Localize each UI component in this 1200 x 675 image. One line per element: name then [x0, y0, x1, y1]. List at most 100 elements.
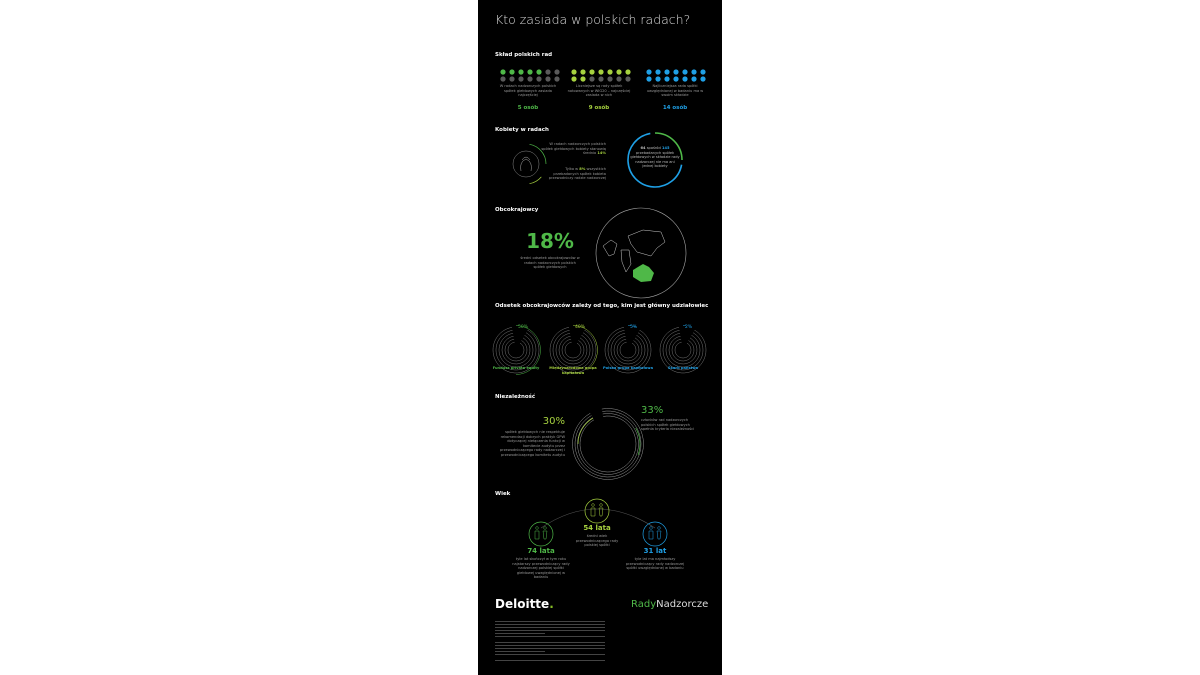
ring-track [610, 333, 646, 368]
independence-ring [577, 413, 639, 475]
ring-track [507, 341, 525, 359]
people-icon [534, 530, 548, 540]
member-dot [655, 69, 661, 75]
kobiety-ring-text: 64 spośród 145 przebadanych spółek giełd… [630, 146, 680, 169]
member-dot [700, 69, 706, 75]
ring-track [498, 333, 534, 368]
obco-caption: średni odsetek obcokrajowców w radach na… [520, 256, 580, 270]
ring-track [674, 341, 692, 359]
member-dot [625, 69, 631, 75]
niezal-right-value: 33% [641, 405, 664, 416]
member-dot [571, 69, 577, 75]
arc-14pct [529, 143, 547, 165]
wiek-value-oldest: 74 lata [527, 547, 555, 555]
kobiety-text-1: W radach nadzorczych polskich spółek gie… [541, 142, 606, 156]
person-head-icon [599, 503, 603, 507]
fine-print-line [495, 648, 605, 649]
member-dot [536, 69, 542, 75]
page-title: Kto zasiada w polskich radach? [495, 12, 691, 27]
member-dot [673, 76, 679, 82]
ring-track [619, 341, 637, 359]
ring-track [613, 335, 643, 365]
member-dot [509, 69, 515, 75]
ring-track [662, 330, 704, 371]
ring-track [555, 333, 591, 368]
sklad-value-2: 9 osób [588, 105, 610, 111]
section-heading-sklad: Skład polskich rad [495, 52, 553, 58]
odsetek-value: 2% [685, 325, 693, 330]
niezal-left-caption: spółek giełdowych nie respektuje rekomen… [499, 430, 565, 457]
sklad-value-1: 5 osób [517, 105, 539, 111]
wiek-value-youngest: 31 lat [643, 547, 667, 555]
fine-print-line [495, 651, 545, 652]
member-dot [607, 69, 613, 75]
member-dot [607, 76, 613, 82]
independence-ring [579, 415, 637, 473]
infographic: Kto zasiada w polskich radach? Skład pol… [478, 0, 722, 675]
member-dot [682, 69, 688, 75]
arc-33pct [635, 427, 641, 456]
odsetek-value: 40% [575, 325, 586, 330]
globe-outline [595, 207, 687, 299]
ring-track [616, 338, 640, 362]
kobiety-text-2: Tylko w 8% wszystkich przebadanych spółe… [548, 167, 606, 181]
independence-ring [572, 408, 644, 480]
fine-print-line [495, 660, 605, 661]
member-dot [571, 76, 577, 82]
fine-print-line [495, 624, 605, 625]
fine-print-line [495, 636, 605, 637]
section-heading-wiek: Wiek [495, 491, 511, 497]
australia-icon [633, 264, 654, 282]
odsetek-label: Skarb państwa [667, 366, 699, 370]
woman-icon-circle [512, 150, 540, 178]
member-dot [536, 76, 542, 82]
ring-track [607, 330, 649, 371]
member-dot [527, 76, 533, 82]
fine-print-line [495, 630, 605, 631]
person-head-icon [649, 526, 653, 530]
arc-8pct [529, 176, 542, 185]
person-head-icon [543, 526, 547, 530]
odsetek-value: 5% [630, 325, 638, 330]
member-dot [589, 69, 595, 75]
member-dot [509, 76, 515, 82]
arc-30pct [577, 417, 594, 445]
member-dot [554, 69, 560, 75]
section-heading-obco: Obcokrajowcy [495, 207, 539, 213]
member-dot [518, 69, 524, 75]
fine-print-line [495, 627, 605, 628]
sklad-value-3: 14 osób [662, 105, 688, 111]
age-circle [528, 521, 554, 547]
person-head-icon [657, 526, 661, 530]
person-head-icon [535, 526, 539, 530]
member-dot [664, 69, 670, 75]
member-dot [545, 69, 551, 75]
section-heading-niezal: Niezależność [495, 394, 536, 400]
ring-value-arc [572, 325, 598, 371]
ring-blue [627, 132, 683, 188]
independence-ring [574, 410, 642, 478]
member-dot [598, 69, 604, 75]
woman-icon [520, 156, 532, 172]
ring-track [665, 333, 701, 368]
odsetek-label: Fundusz private equity [492, 366, 540, 370]
age-circle [584, 498, 610, 524]
infographic-graphics [492, 69, 707, 661]
member-dot [545, 76, 551, 82]
wiek-caption-youngest: tyle lat ma najmłodszy przewodniczący ra… [625, 557, 685, 571]
member-dot [625, 76, 631, 82]
wiek-value-average: 54 lata [583, 524, 611, 532]
ring-green [654, 132, 683, 161]
member-dot [554, 76, 560, 82]
sklad-caption-2: Liczniejsze są rady spółek notowanych w … [567, 84, 631, 98]
odsetek-value: 50% [518, 325, 529, 330]
niezal-left-value: 30% [542, 416, 565, 427]
member-dot [616, 76, 622, 82]
ring-track [501, 335, 531, 365]
wiek-caption-average: średni wiek przewodniczącego rady polski… [575, 534, 619, 548]
sklad-caption-1: W radach nadzorczych polskich spółek gie… [499, 84, 557, 98]
people-icon [590, 507, 604, 517]
ring-value-arc [515, 325, 541, 375]
fine-print-line [495, 645, 605, 646]
member-dot [655, 76, 661, 82]
